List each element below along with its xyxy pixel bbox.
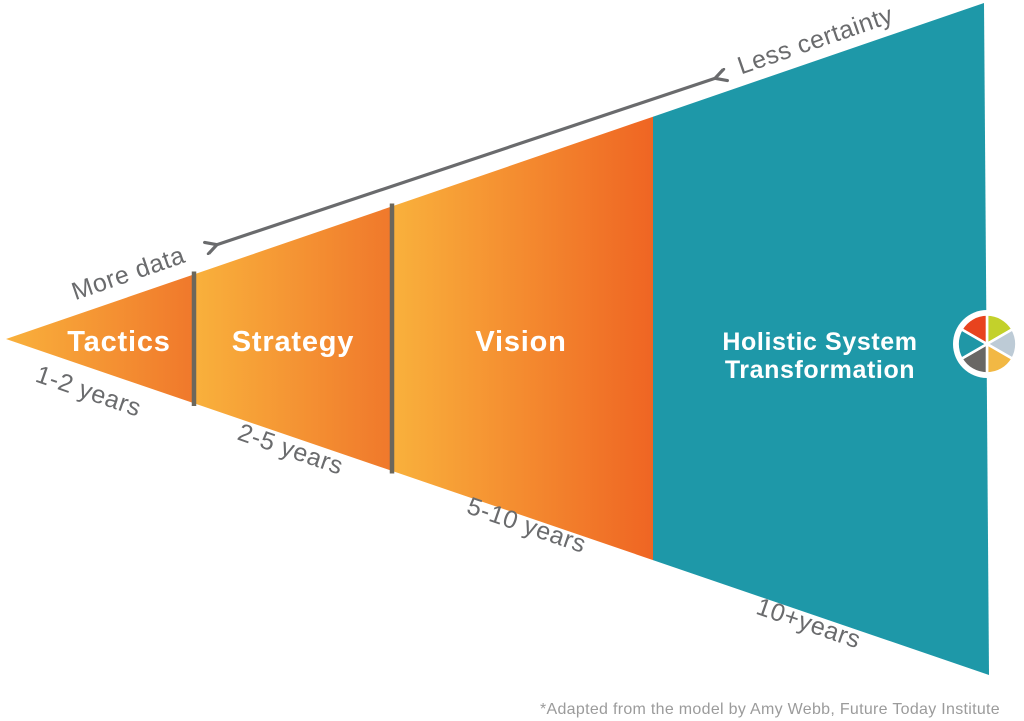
segment-tactics-shape (6, 274, 194, 404)
pie-wheel-icon (953, 310, 1021, 378)
segment-holistic-shape (653, 3, 989, 675)
segment-label-tactics: Tactics (67, 326, 170, 358)
segment-label-holistic-line1: Holistic System (722, 328, 917, 356)
segment-label-vision: Vision (475, 326, 566, 358)
pie-wedge-top-left (960, 313, 989, 346)
segment-label-strategy: Strategy (232, 326, 354, 358)
segment-label-holistic-line2: Transformation (725, 356, 915, 384)
segment-strategy-shape (194, 206, 392, 471)
footnote-credit: *Adapted from the model by Amy Webb, Fut… (540, 701, 1000, 718)
certainty-axis-line (216, 78, 716, 245)
segment-labels: Tactics Strategy Vision Holistic System … (67, 326, 917, 384)
